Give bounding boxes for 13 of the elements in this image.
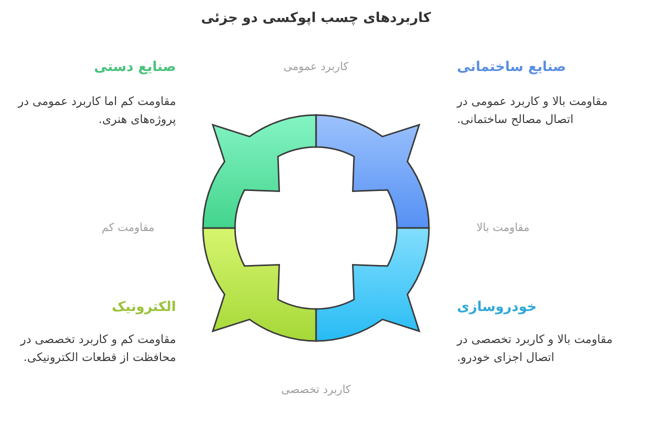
category-heading: خودروسازی: [457, 298, 537, 316]
axis-label: مقاومت بالا: [476, 221, 530, 235]
description-text: مقاومت بالا و کاربرد تخصصی در اتصال اجزای خودرو.: [457, 331, 614, 366]
description-text: مقاومت کم و کاربرد تخصصی در محافظت از قطعات الکترونیکی.: [19, 331, 176, 366]
description-text: مقاومت کم اما کاربرد عمومی در پروژه‌های هنری.: [16, 93, 176, 128]
axis-label: مقاومت کم: [102, 221, 154, 235]
category-heading: صنایع ساختمانی: [457, 58, 566, 76]
axis-label: کاربرد عمومی: [283, 60, 349, 74]
category-heading: الکترونیک: [112, 298, 176, 316]
description-text: مقاومت بالا و کاربرد عمومی در اتصال مصالح ساختمانی.: [457, 93, 609, 128]
axis-label: کاربرد تخصصی: [281, 383, 351, 397]
diagram-title: کاربردهای چسب اپوکسی دو جزئی: [200, 9, 432, 27]
category-heading: صنایع دستی: [94, 58, 176, 76]
